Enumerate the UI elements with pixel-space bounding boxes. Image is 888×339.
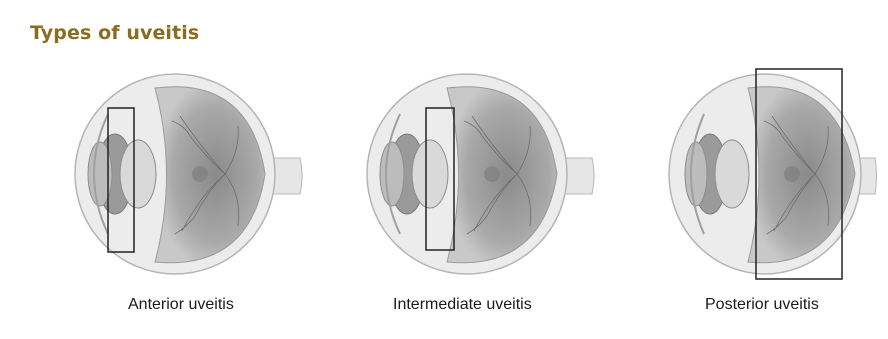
eye-cross-section-illustration bbox=[352, 66, 622, 281]
eye-cross-section-illustration bbox=[60, 66, 330, 281]
caption-posterior: Posterior uveitis bbox=[705, 296, 819, 314]
eye-diagram-intermediate bbox=[352, 66, 622, 281]
caption-anterior: Anterior uveitis bbox=[128, 296, 234, 314]
eye-cross-section-illustration bbox=[660, 66, 888, 281]
caption-intermediate: Intermediate uveitis bbox=[393, 296, 532, 314]
figure-title: Types of uveitis bbox=[30, 22, 199, 44]
eye-diagram-posterior bbox=[660, 66, 888, 281]
eye-diagram-anterior bbox=[60, 66, 330, 281]
